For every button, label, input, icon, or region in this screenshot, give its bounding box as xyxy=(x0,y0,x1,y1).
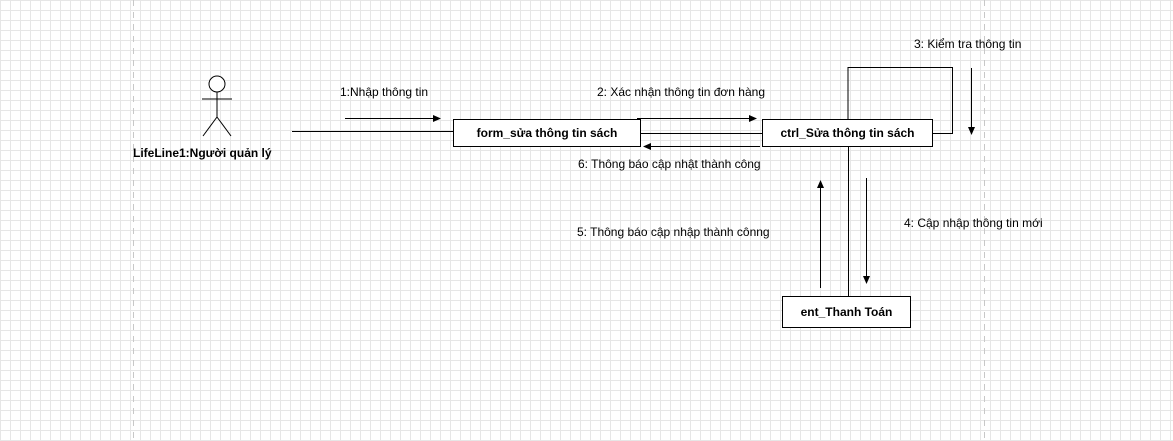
message-label-3: 3: Kiểm tra thông tin xyxy=(914,37,1022,51)
message-arrow-2 xyxy=(637,115,757,122)
ctrl-object-box[interactable]: ctrl_Sửa thông tin sách xyxy=(762,119,933,147)
message-arrow-4 xyxy=(863,178,870,284)
actor-figure[interactable] xyxy=(202,75,232,137)
ctrl-object-label: ctrl_Sửa thông tin sách xyxy=(780,126,915,140)
form-object-box[interactable]: form_sửa thông tin sách xyxy=(453,119,641,147)
actor-label: LifeLine1:Người quản lý xyxy=(133,146,272,160)
message-arrow-6 xyxy=(643,143,760,150)
entity-object-label: ent_Thanh Toán xyxy=(800,305,893,319)
message-label-2: 2: Xác nhận thông tin đơn hàng xyxy=(597,85,765,99)
message-arrow-3 xyxy=(968,68,975,135)
message-label-1: 1:Nhập thông tin xyxy=(340,85,429,99)
form-object-label: form_sửa thông tin sách xyxy=(476,126,618,140)
message-arrow-1 xyxy=(345,115,441,122)
link-self-loop xyxy=(847,67,953,134)
message-label-4: 4: Cập nhập thông tin mới xyxy=(904,216,1043,230)
entity-object-box[interactable]: ent_Thanh Toán xyxy=(782,296,911,328)
message-label-6: 6: Thông báo cập nhật thành công xyxy=(578,157,761,171)
message-arrow-5 xyxy=(817,180,824,288)
message-label-5: 5: Thông báo cập nhập thành cônng xyxy=(577,225,770,239)
